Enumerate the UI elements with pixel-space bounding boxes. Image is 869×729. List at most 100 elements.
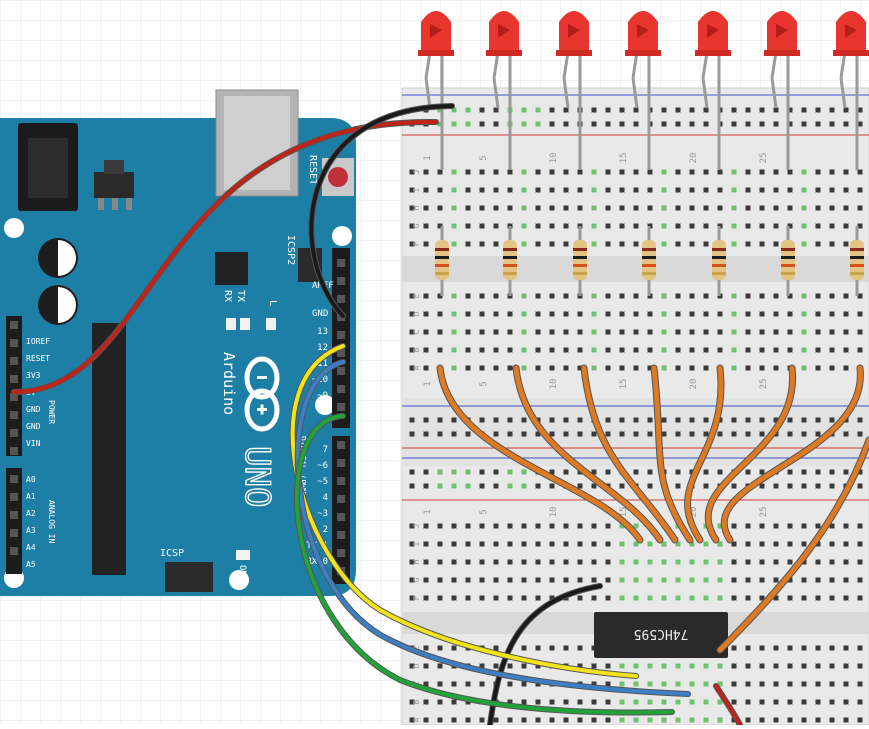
breadboard-hole	[563, 431, 569, 437]
breadboard-hole	[563, 523, 569, 529]
header-pin	[10, 429, 18, 437]
breadboard-hole	[815, 293, 821, 299]
breadboard-hole	[857, 717, 863, 723]
breadboard-hole	[521, 717, 527, 723]
breadboard-hole	[423, 293, 429, 299]
row-letter: H	[412, 205, 421, 210]
breadboard-hole	[745, 681, 751, 687]
led-leg	[424, 77, 432, 109]
breadboard-hole	[801, 293, 807, 299]
breadboard-hole	[703, 559, 709, 565]
breadboard-hole	[577, 169, 583, 175]
breadboard-hole	[787, 417, 793, 423]
breadboard-hole	[745, 293, 751, 299]
breadboard-hole	[619, 523, 625, 529]
breadboard-hole	[563, 699, 569, 705]
header-pin	[337, 513, 345, 521]
breadboard-hole	[759, 469, 765, 475]
breadboard-hole	[745, 541, 751, 547]
breadboard-hole	[493, 241, 499, 247]
breadboard-hole	[745, 417, 751, 423]
breadboard-hole	[451, 595, 457, 601]
resistors	[435, 226, 864, 296]
breadboard-hole	[451, 699, 457, 705]
breadboard-hole	[563, 417, 569, 423]
breadboard-hole	[815, 187, 821, 193]
breadboard-hole	[577, 663, 583, 669]
breadboard-hole	[493, 595, 499, 601]
breadboard-hole	[689, 699, 695, 705]
breadboard-hole	[549, 417, 555, 423]
breadboard-hole	[535, 293, 541, 299]
breadboard-hole	[493, 311, 499, 317]
breadboard-hole	[493, 347, 499, 353]
breadboard-hole	[843, 187, 849, 193]
breadboard-hole	[619, 699, 625, 705]
breadboard-hole	[451, 169, 457, 175]
breadboard-hole	[535, 431, 541, 437]
breadboard-hole	[437, 417, 443, 423]
breadboard-hole	[815, 469, 821, 475]
breadboard-hole	[703, 431, 709, 437]
resistor-band	[642, 264, 656, 267]
breadboard-hole	[647, 699, 653, 705]
breadboard-hole	[801, 577, 807, 583]
breadboard-hole	[787, 223, 793, 229]
column-number: 20	[689, 153, 699, 164]
breadboard-hole	[549, 205, 555, 211]
breadboard-hole	[675, 717, 681, 723]
breadboard-hole	[857, 541, 863, 547]
breadboard-hole	[451, 329, 457, 335]
breadboard-hole	[843, 541, 849, 547]
header-pin	[337, 331, 345, 339]
led-leg	[839, 51, 847, 79]
breadboard-hole	[829, 523, 835, 529]
led-leg	[631, 77, 639, 109]
breadboard-hole	[787, 431, 793, 437]
breadboard-hole	[423, 595, 429, 601]
resistor-band	[435, 272, 449, 275]
resistor-band	[712, 272, 726, 275]
breadboard-hole	[731, 329, 737, 335]
breadboard-hole	[787, 483, 793, 489]
breadboard-hole	[591, 107, 597, 113]
breadboard-hole	[689, 329, 695, 335]
breadboard-hole	[437, 559, 443, 565]
breadboard-hole	[437, 121, 443, 127]
row-letter: G	[412, 223, 421, 228]
breadboard-hole	[745, 169, 751, 175]
breadboard-hole	[815, 347, 821, 353]
breadboard-hole	[829, 595, 835, 601]
breadboard-hole	[731, 169, 737, 175]
header-pin	[10, 447, 18, 455]
digital-pin-label: 4	[323, 493, 328, 503]
mount-hole	[229, 570, 249, 590]
breadboard-hole	[619, 681, 625, 687]
breadboard-hole	[563, 469, 569, 475]
breadboard-hole	[661, 663, 667, 669]
breadboard-hole	[703, 699, 709, 705]
breadboard-hole	[647, 169, 653, 175]
breadboard-hole	[703, 541, 709, 547]
breadboard-hole	[465, 469, 471, 475]
breadboard-hole	[535, 559, 541, 565]
breadboard-hole	[829, 559, 835, 565]
breadboard-hole	[703, 681, 709, 687]
breadboard-hole	[745, 469, 751, 475]
breadboard-hole	[773, 663, 779, 669]
breadboard-hole	[409, 483, 415, 489]
breadboard-hole	[507, 365, 513, 371]
header-pin	[337, 277, 345, 285]
breadboard-hole	[521, 541, 527, 547]
breadboard-hole	[479, 577, 485, 583]
breadboard-hole	[689, 417, 695, 423]
breadboard-hole	[647, 431, 653, 437]
breadboard-hole	[703, 663, 709, 669]
breadboard-hole	[409, 169, 415, 175]
power-label: POWER	[47, 400, 56, 424]
breadboard-hole	[409, 241, 415, 247]
breadboard-hole	[689, 365, 695, 371]
breadboard-hole	[717, 347, 723, 353]
breadboard-hole	[535, 311, 541, 317]
